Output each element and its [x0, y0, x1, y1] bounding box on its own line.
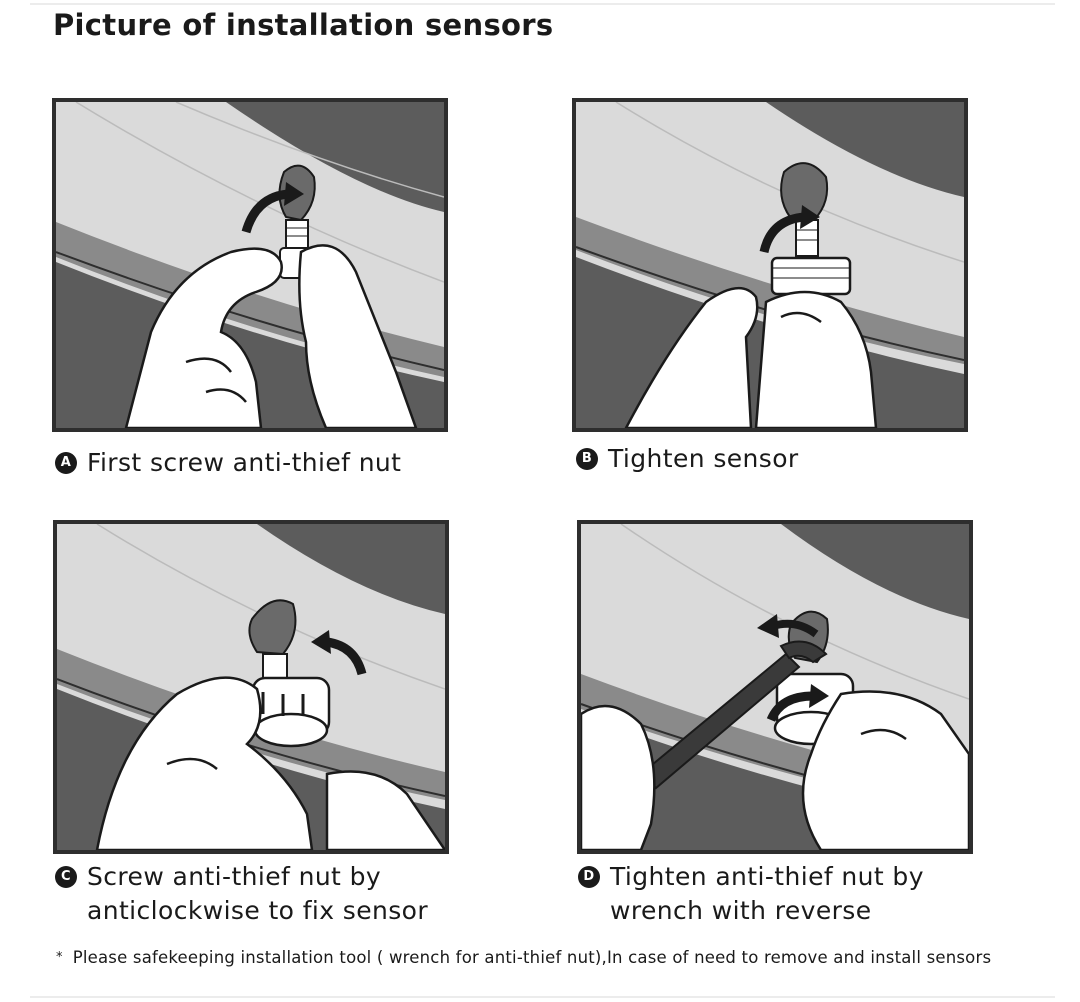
hand-icon	[624, 287, 878, 428]
rotation-arrow-icon	[241, 189, 289, 234]
step-a-badge-icon: A	[55, 452, 77, 474]
step-c-caption: C Screw anti-thief nut by anticlockwise …	[55, 860, 475, 928]
step-d-badge-icon: D	[578, 866, 600, 888]
step-a-drawing	[56, 102, 444, 428]
step-d-illustration	[577, 520, 973, 854]
rotation-arrow-icon	[759, 212, 805, 254]
step-b-illustration	[572, 98, 968, 432]
valve-cap-icon	[248, 599, 331, 748]
hand-icon	[124, 244, 418, 428]
step-c-caption-line-2: anticlockwise to fix sensor	[87, 896, 429, 925]
step-b-drawing	[576, 102, 964, 428]
step-d-caption-line-2: wrench with reverse	[610, 896, 872, 925]
step-a-caption-line-1: First screw anti-thief nut	[87, 448, 402, 477]
valve-cap-icon	[770, 162, 852, 296]
step-d-caption: D Tighten anti-thief nut by wrench with …	[578, 860, 1008, 928]
footnote-text: Please safekeeping installation tool ( w…	[72, 948, 992, 967]
step-b-badge-icon: B	[576, 448, 598, 470]
step-b-caption-line-1: Tighten sensor	[608, 444, 799, 473]
page-title: Picture of installation sensors	[53, 8, 554, 42]
footnote: * Please safekeeping installation tool ( …	[56, 948, 991, 967]
step-c-caption-line-1: Screw anti-thief nut by	[87, 862, 382, 891]
hand-icon	[581, 690, 969, 850]
step-c-drawing	[57, 524, 445, 850]
hand-icon	[95, 676, 445, 850]
step-d-caption-line-1: Tighten anti-thief nut by	[610, 862, 924, 891]
step-c-badge-icon: C	[55, 866, 77, 888]
tyre-wall	[226, 102, 444, 212]
bottom-divider	[30, 996, 1055, 998]
step-b-caption: B Tighten sensor	[576, 442, 799, 476]
rotation-arrow-icon	[766, 691, 814, 722]
top-divider	[30, 3, 1055, 5]
rotation-arrow-icon	[326, 637, 367, 676]
step-d-drawing	[581, 524, 969, 850]
step-a-caption: A First screw anti-thief nut	[55, 446, 401, 480]
asterisk-icon: *	[56, 950, 63, 965]
step-a-illustration	[52, 98, 448, 432]
step-c-illustration	[53, 520, 449, 854]
